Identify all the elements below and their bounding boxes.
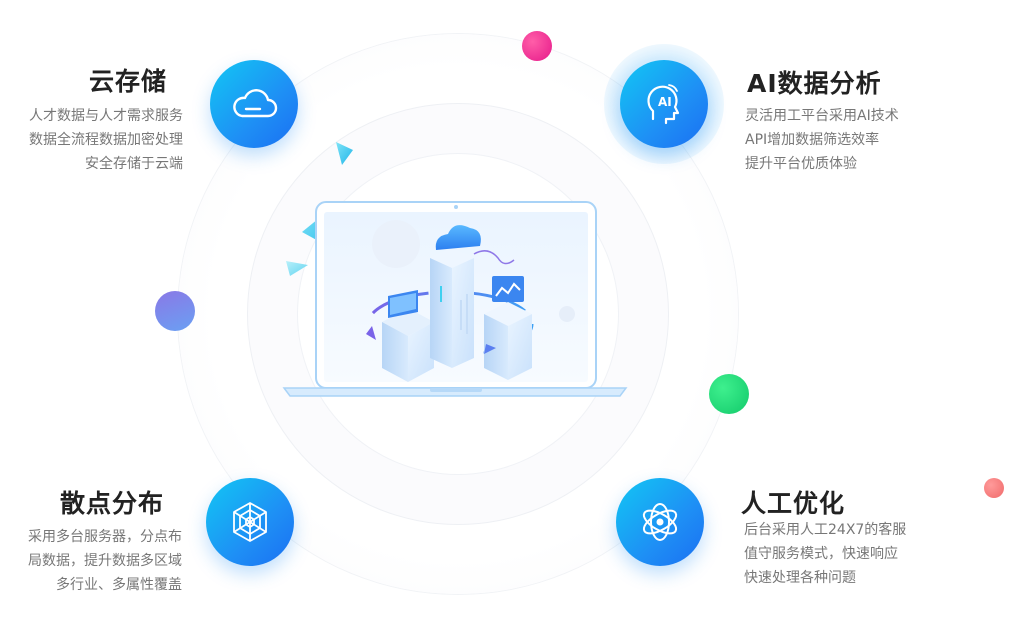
cloud-storage-desc-line: 人才数据与人才需求服务 bbox=[29, 108, 183, 124]
decor-dot-pink bbox=[522, 31, 552, 61]
laptop-cloud-servers-illustration bbox=[282, 201, 628, 397]
distributed-desc-line: 多行业、多属性覆盖 bbox=[56, 577, 182, 593]
cloud-storage-desc-line: 安全存储于云端 bbox=[85, 156, 183, 172]
web-network-icon bbox=[233, 502, 267, 542]
manual-optimization-title: 人工优化 bbox=[741, 489, 846, 518]
manual-optimization-badge bbox=[616, 478, 704, 566]
cloud-storage-desc-line: 数据全流程数据加密处理 bbox=[29, 132, 183, 148]
decor-triangle bbox=[286, 261, 308, 276]
cloud-storage-description: 人才数据与人才需求服务 数据全流程数据加密处理 安全存储于云端 bbox=[29, 104, 183, 176]
cloud-icon bbox=[233, 89, 278, 118]
ai-head-icon: AI bbox=[647, 84, 680, 125]
manual-optimization-desc-line: 后台采用人工24X7的客服 bbox=[744, 522, 907, 538]
ai-analysis-description: 灵活用工平台采用AI技术 API增加数据筛选效率 提升平台优质体验 bbox=[745, 104, 899, 176]
ai-analysis-badge: AI bbox=[620, 60, 708, 148]
decor-dot-salmon bbox=[984, 478, 1004, 498]
cloud-storage-badge bbox=[210, 60, 298, 148]
manual-optimization-description: 后台采用人工24X7的客服 值守服务模式，快速响应 快速处理各种问题 bbox=[744, 518, 906, 590]
ai-analysis-title: AI数据分析 bbox=[747, 69, 882, 98]
ai-analysis-desc-line: 提升平台优质体验 bbox=[745, 156, 857, 172]
manual-optimization-desc-line: 快速处理各种问题 bbox=[744, 570, 856, 586]
distributed-desc-line: 局数据，提升数据多区域 bbox=[28, 553, 182, 569]
atom-icon bbox=[642, 503, 678, 541]
decor-triangle bbox=[336, 142, 353, 165]
cloud-storage-title: 云存储 bbox=[89, 67, 168, 96]
ai-icon-text: AI bbox=[658, 95, 672, 109]
ai-analysis-desc-line: 灵活用工平台采用AI技术 bbox=[745, 108, 899, 124]
decor-dot-green bbox=[709, 374, 749, 414]
manual-optimization-desc-line: 值守服务模式，快速响应 bbox=[744, 546, 898, 562]
distributed-description: 采用多台服务器，分点布 局数据，提升数据多区域 多行业、多属性覆盖 bbox=[28, 525, 182, 597]
distributed-badge bbox=[206, 478, 294, 566]
distributed-desc-line: 采用多台服务器，分点布 bbox=[28, 529, 182, 545]
decor-dot-purple bbox=[155, 291, 195, 331]
ai-analysis-desc-line: API增加数据筛选效率 bbox=[745, 132, 880, 148]
distributed-title: 散点分布 bbox=[60, 489, 165, 518]
